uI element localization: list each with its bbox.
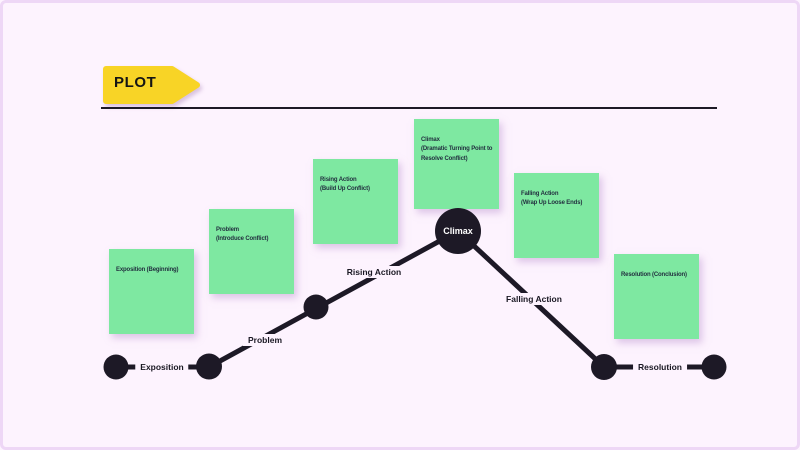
- arc-node-problem-start[interactable]: [196, 353, 222, 380]
- arc-label-problem[interactable]: Problem: [242, 334, 288, 346]
- sticky-note-text: Exposition (Beginning): [116, 266, 179, 273]
- arc-node-falling-end[interactable]: [591, 354, 617, 380]
- arc-label-exposition[interactable]: Exposition: [135, 361, 189, 373]
- arc-label-rising-action[interactable]: Rising Action: [341, 266, 407, 278]
- plot-tag-shape[interactable]: [103, 66, 200, 104]
- arc-label-resolution[interactable]: Resolution: [633, 361, 687, 373]
- arc-node-start[interactable]: [103, 354, 129, 380]
- sticky-note-text: Climax (Dramatic Turning Point to Resolv…: [421, 136, 493, 162]
- sticky-note-resolution[interactable]: Resolution (Conclusion): [614, 254, 699, 339]
- header-underline: [101, 107, 717, 109]
- sticky-note-exposition[interactable]: Exposition (Beginning): [109, 249, 194, 334]
- sticky-note-text: Falling Action (Wrap Up Loose Ends): [521, 190, 583, 207]
- sticky-note-text: Rising Action (Build Up Conflict): [320, 176, 370, 193]
- arc-label-falling-action[interactable]: Falling Action: [501, 293, 567, 305]
- sticky-note-climax[interactable]: Climax (Dramatic Turning Point to Resolv…: [414, 119, 499, 209]
- sticky-note-falling-action[interactable]: Falling Action (Wrap Up Loose Ends): [514, 173, 599, 258]
- sticky-note-rising-action[interactable]: Rising Action (Build Up Conflict): [313, 159, 398, 244]
- plot-tag[interactable]: [3, 3, 223, 123]
- sticky-note-problem[interactable]: Problem (Introduce Conflict): [209, 209, 294, 294]
- arc-label-climax[interactable]: Climax: [443, 226, 473, 236]
- arc-node-end[interactable]: [701, 354, 727, 380]
- sticky-note-text: Resolution (Conclusion): [621, 271, 687, 278]
- arc-node-rising[interactable]: [303, 294, 329, 320]
- sticky-note-text: Problem (Introduce Conflict): [216, 226, 269, 243]
- arc-node-climax[interactable]: [435, 208, 481, 254]
- plot-tag-label[interactable]: PLOT: [114, 74, 157, 91]
